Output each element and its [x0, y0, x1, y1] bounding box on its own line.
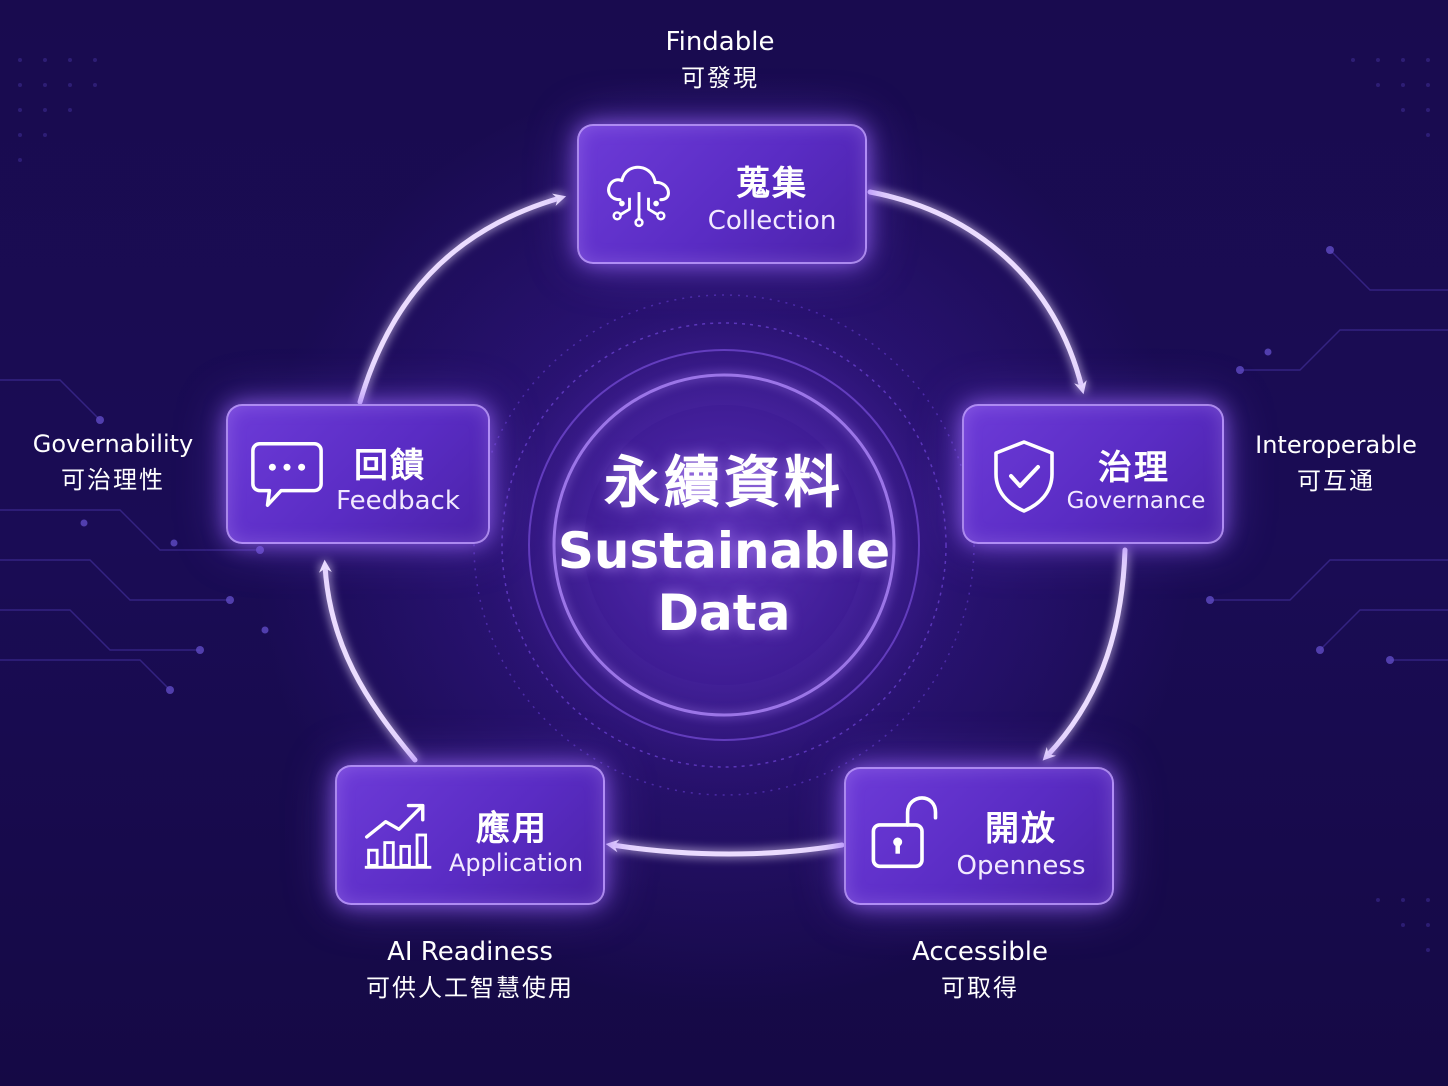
stage-governance-zh: 治理 — [1098, 448, 1170, 488]
center-title-en-line2: Data — [657, 584, 791, 642]
label-interoperable-en: Interoperable — [1255, 431, 1417, 459]
stage-application-zh: 應用 — [476, 809, 548, 849]
circuit-nodes-right — [1206, 246, 1394, 664]
core-disc — [584, 405, 864, 685]
arrow-governance-to-openness — [1042, 547, 1128, 761]
label-accessible: Accessible 可取得 — [880, 934, 1080, 1006]
stage-governance-en: Governance — [1066, 488, 1206, 514]
arrow-application-to-feedback — [319, 559, 418, 763]
label-governability-zh: 可治理性 — [61, 466, 165, 494]
stage-card-openness: 開放 Openness — [844, 767, 1114, 905]
center-title-zh: 永續資料 — [604, 451, 844, 516]
cycle-arrows — [319, 189, 1128, 857]
label-interoperable-zh: 可互通 — [1297, 467, 1375, 495]
dot-grid-left — [18, 58, 97, 162]
label-accessible-zh: 可取得 — [941, 974, 1019, 1002]
stage-collection-zh: 蒐集 — [736, 164, 808, 204]
shield-check-icon — [994, 440, 1054, 513]
chat-bubble-icon — [251, 442, 323, 507]
stage-feedback-zh: 回饋 — [354, 446, 426, 486]
label-accessible-en: Accessible — [912, 937, 1048, 967]
cloud-network-icon — [607, 165, 670, 228]
stage-application-en: Application — [448, 849, 584, 877]
label-governability-en: Governability — [32, 430, 194, 458]
label-ai-readiness-en: AI Readiness — [387, 937, 553, 967]
core-ring-solid — [528, 349, 920, 741]
bar-chart-growth-icon — [364, 803, 432, 869]
stage-card-application: 應用 Application — [335, 765, 605, 905]
label-ai-readiness: AI Readiness 可供人工智慧使用 — [340, 934, 600, 1006]
core-ring-dotted-middle — [501, 322, 947, 768]
stage-card-feedback: 回饋 Feedback — [226, 404, 490, 544]
label-findable-en: Findable — [665, 27, 775, 57]
stage-openness-en: Openness — [956, 851, 1086, 881]
core-glow — [464, 285, 984, 805]
arrow-collection-to-governance — [867, 189, 1087, 395]
stage-card-governance: 治理 Governance — [962, 404, 1224, 544]
core-ring-dotted-outer — [473, 294, 975, 796]
center-title-en-line1: Sustainable — [557, 522, 891, 580]
unlocked-padlock-icon — [871, 796, 938, 869]
label-findable-zh: 可發現 — [681, 64, 759, 92]
core-ring-bright — [552, 373, 896, 717]
stage-openness-zh: 開放 — [985, 809, 1057, 849]
label-governability: Governability 可治理性 — [20, 426, 206, 498]
arrow-feedback-to-collection — [357, 193, 567, 405]
label-findable: Findable 可發現 — [620, 24, 820, 96]
stage-feedback-en: Feedback — [336, 486, 460, 516]
label-interoperable: Interoperable 可互通 — [1236, 427, 1436, 499]
circuit-decoration-right — [1210, 249, 1448, 661]
dot-grid-right — [1351, 58, 1430, 952]
stage-card-collection: 蒐集 Collection — [577, 124, 867, 264]
arrow-openness-to-application — [605, 839, 845, 857]
center-title: 永續資料 Sustainable Data — [524, 448, 924, 644]
label-ai-readiness-zh: 可供人工智慧使用 — [366, 974, 574, 1002]
circuit-nodes-left — [80, 416, 269, 694]
circuit-decoration-left — [0, 379, 260, 691]
stage-collection-en: Collection — [707, 206, 837, 236]
